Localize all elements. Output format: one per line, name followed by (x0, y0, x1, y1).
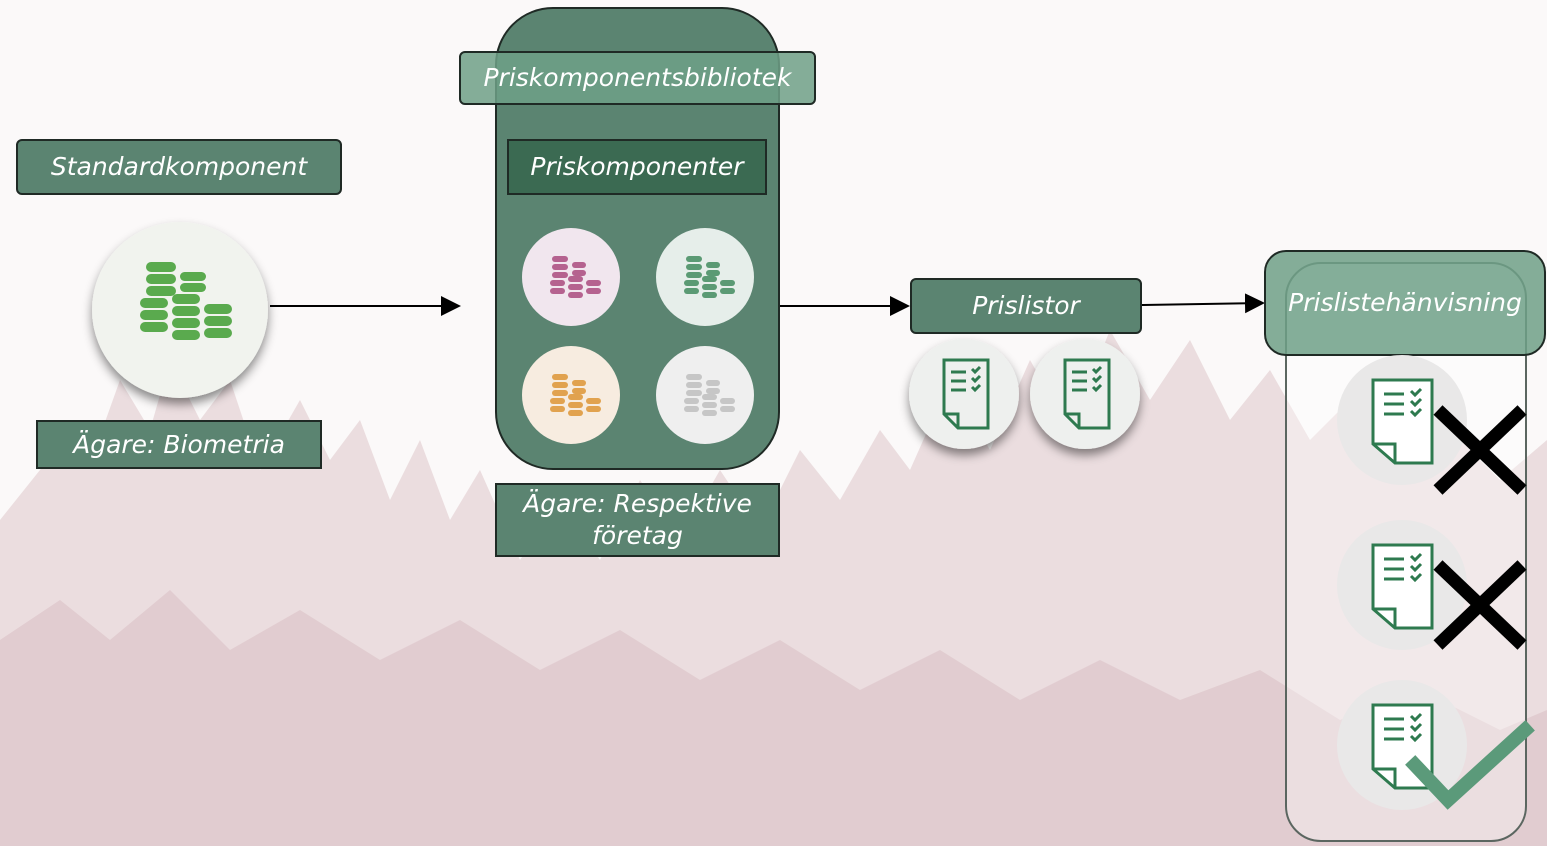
standard-component-title: Standardkomponent (16, 139, 342, 195)
document-icon (909, 339, 1019, 449)
price-components-header: Priskomponenter (507, 139, 767, 195)
document-icon (1030, 339, 1140, 449)
library-owner-label: Ägare: Respektive företag (495, 483, 780, 557)
check-icon (1405, 720, 1535, 810)
document-icon (1371, 378, 1434, 465)
cross-icon (1433, 405, 1527, 495)
standard-component-title-text: Standardkomponent (50, 152, 308, 181)
coins-orange-icon (522, 346, 620, 444)
coins-pink-icon (522, 228, 620, 326)
cross-icon (1433, 560, 1527, 650)
reference-title: Prislistehänvisning (1264, 250, 1546, 356)
coins-green-icon (656, 228, 754, 326)
standard-owner-label: Ägare: Biometria (36, 420, 322, 469)
pricelists-title: Prislistor (910, 278, 1142, 334)
pricelists-title-text: Prislistor (972, 291, 1080, 320)
library-title: Priskomponentsbibliotek (459, 51, 816, 105)
price-components-header-text: Priskomponenter (530, 152, 744, 181)
reference-title-text: Prislistehänvisning (1288, 288, 1522, 317)
document-icon (1371, 543, 1434, 630)
coins-grey-icon (656, 346, 754, 444)
standard-owner-text: Ägare: Biometria (73, 429, 285, 459)
arrow-pricelists-to-reference (1141, 293, 1265, 314)
library-owner-text: Ägare: Respektive företag (523, 489, 752, 550)
library-title-text: Priskomponentsbibliotek (483, 63, 792, 92)
